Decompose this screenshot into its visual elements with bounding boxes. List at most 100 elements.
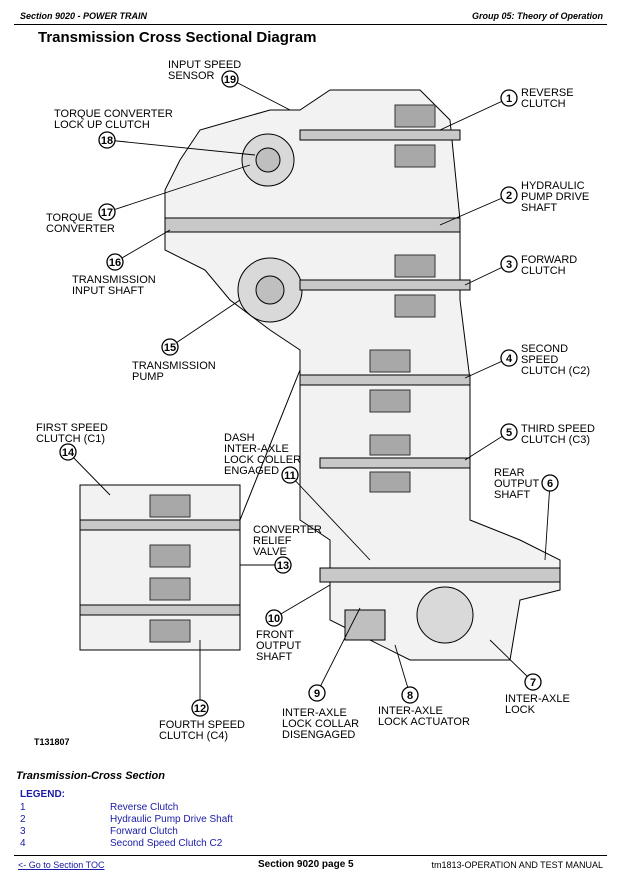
callout-10-label-line-1: FRONT	[256, 629, 294, 641]
section-toc-link[interactable]: <- Go to Section TOC	[18, 860, 105, 870]
callout-2-label-line-1: HYDRAULIC	[521, 180, 585, 192]
callout-10-marker	[265, 609, 283, 627]
callout-1-number: 1	[506, 93, 512, 105]
page-number: Section 9020 page 5	[258, 859, 354, 870]
callout-17-label-line-2: CONVERTER	[46, 223, 115, 235]
figure-id: T131807	[34, 737, 70, 747]
callout-13-marker	[274, 556, 292, 574]
diagram-artwork	[79, 89, 561, 661]
legend-item: 3 Forward Clutch	[20, 826, 178, 837]
callout-6-label-line-3: SHAFT	[494, 489, 530, 501]
section-label: Section 9020 - POWER TRAIN	[20, 11, 148, 21]
callout-14-label-line-1: FIRST SPEED	[36, 422, 108, 434]
page-header: Section 9020 - POWER TRAIN Group 05: The…	[14, 6, 607, 25]
callout-3-marker	[500, 255, 518, 273]
callout-13-number: 13	[277, 560, 289, 572]
callout-7-number: 7	[530, 677, 536, 689]
callout-6-number: 6	[547, 478, 553, 490]
callout-4-label-line-2: SPEED	[521, 354, 558, 366]
legend-item-number: 2	[20, 814, 26, 825]
callout-1-label-line-2: CLUTCH	[521, 98, 566, 110]
callout-11-label-line-1: DASH	[224, 432, 255, 444]
callout-14-number: 14	[62, 447, 75, 459]
callout-13-label-line-1: CONVERTER	[253, 524, 322, 536]
callout-2-marker	[500, 186, 518, 204]
legend-item-number: 4	[20, 838, 26, 849]
callout-2-label-line-2: PUMP DRIVE	[521, 191, 589, 203]
callout-9-label-line-1: INTER-AXLE	[282, 707, 347, 719]
callout-12-label-line-1: FOURTH SPEED	[159, 719, 245, 731]
legend-item: 2 Hydraulic Pump Drive Shaft	[20, 814, 233, 825]
callout-7-marker	[524, 673, 542, 691]
callout-4-label-line-1: SECOND	[521, 343, 568, 355]
legend-item: 4 Second Speed Clutch C2	[20, 838, 222, 849]
group-label: Group 05: Theory of Operation	[471, 11, 603, 21]
callout-numbers: 1 2 3 4 5 6 7 8 9 10 11 12 13 14 15 16 1…	[62, 74, 553, 715]
callout-8-label-line-2: LOCK ACTUATOR	[378, 716, 470, 728]
callout-14-marker	[59, 443, 77, 461]
callout-8-number: 8	[407, 690, 413, 702]
callout-17-label-line-1: TORQUE	[46, 212, 93, 224]
callout-12-marker	[191, 699, 209, 717]
callout-18-label-line-1: TORQUE CONVERTER	[54, 108, 173, 120]
callout-10-number: 10	[268, 613, 280, 625]
leader-lines	[67, 78, 551, 708]
legend-item-text: Reverse Clutch	[110, 802, 179, 813]
callout-11-label-line-4: ENGAGED	[224, 465, 279, 477]
callout-10-label-line-2: OUTPUT	[256, 640, 302, 652]
callout-17-number: 17	[101, 207, 113, 219]
callout-2-number: 2	[506, 190, 512, 202]
callout-4-marker	[500, 349, 518, 367]
page-title: Transmission Cross Sectional Diagram	[38, 29, 317, 46]
callout-4-label-line-3: CLUTCH (C2)	[521, 365, 590, 377]
callout-9-label-line-3: DISENGAGED	[282, 729, 355, 741]
callout-8-label-line-1: INTER-AXLE	[378, 705, 443, 717]
callout-19-label-line-2: SENSOR	[168, 70, 215, 82]
callout-6-label-line-1: REAR	[494, 467, 525, 479]
legend-item-text: Forward Clutch	[110, 826, 178, 837]
callout-8-marker	[401, 686, 419, 704]
callout-19-number: 19	[224, 74, 236, 86]
callout-5-label-line-2: CLUTCH (C3)	[521, 434, 590, 446]
callout-12-number: 12	[194, 703, 206, 715]
callout-6-marker	[541, 474, 559, 492]
manual-name: tm1813-OPERATION AND TEST MANUAL	[431, 860, 603, 870]
legend-item-text: Second Speed Clutch C2	[110, 838, 223, 849]
legend-title: LEGEND:	[20, 789, 65, 800]
callout-16-marker	[106, 253, 124, 271]
callout-3-label-line-1: FORWARD	[521, 254, 577, 266]
callout-18-number: 18	[101, 135, 113, 147]
page-footer: <- Go to Section TOC Section 9020 page 5…	[14, 855, 607, 872]
callout-3-label-line-2: CLUTCH	[521, 265, 566, 277]
callout-17-marker	[98, 203, 116, 221]
legend-item-text: Hydraulic Pump Drive Shaft	[110, 814, 233, 825]
callout-11-label-line-3: LOCK COLLER	[224, 454, 301, 466]
callout-15-number: 15	[164, 342, 176, 354]
callout-15-label-line-1: TRANSMISSION	[132, 360, 216, 372]
callout-5-number: 5	[506, 427, 512, 439]
callout-19-label-line-1: INPUT SPEED	[168, 59, 241, 71]
callout-18-label-line-2: LOCK UP CLUTCH	[54, 119, 150, 131]
callout-4-number: 4	[506, 353, 513, 365]
callout-16-label-line-1: TRANSMISSION	[72, 274, 156, 286]
legend-item-number: 3	[20, 826, 26, 837]
callout-5-label-line-1: THIRD SPEED	[521, 423, 595, 435]
callout-3-number: 3	[506, 259, 512, 271]
callout-labels: REVERSE CLUTCH HYDRAULIC PUMP DRIVE SHAF…	[36, 59, 595, 742]
callout-9-label-line-2: LOCK COLLAR	[282, 718, 359, 730]
figure-caption: Transmission-Cross Section	[16, 770, 165, 782]
callout-15-marker	[161, 338, 179, 356]
legend-item-number: 1	[20, 802, 26, 813]
callout-11-marker	[281, 466, 299, 484]
legend-item: 1 Reverse Clutch	[20, 802, 178, 813]
callout-11-number: 11	[284, 470, 296, 482]
callout-1-label-line-1: REVERSE	[521, 87, 574, 99]
callout-7-label-line-2: LOCK	[505, 704, 536, 716]
callout-11-label-line-2: INTER-AXLE	[224, 443, 289, 455]
callout-2-label-line-3: SHAFT	[521, 202, 557, 214]
callout-7-label-line-1: INTER-AXLE	[505, 693, 570, 705]
callout-16-label-line-2: INPUT SHAFT	[72, 285, 144, 297]
callout-14-label-line-2: CLUTCH (C1)	[36, 433, 105, 445]
callout-16-number: 16	[109, 257, 121, 269]
